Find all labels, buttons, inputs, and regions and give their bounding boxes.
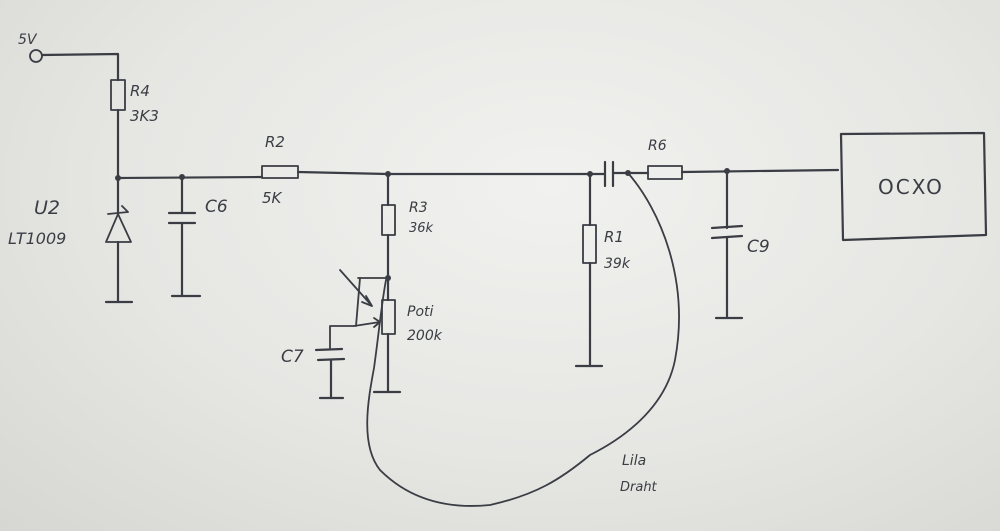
c6-name: C6 — [205, 197, 228, 217]
poti-potentiometer: Poti 200k — [339, 269, 443, 394]
r1-value: 39k — [604, 256, 631, 272]
r1-resistor: R1 39k — [574, 172, 631, 368]
r6-name: R6 — [648, 138, 667, 154]
annotation-line2: Draht — [620, 480, 658, 495]
c9-capacitor: C9 — [710, 169, 770, 320]
supply-terminal: 5V — [18, 32, 120, 82]
lila-wire-loop — [366, 172, 680, 507]
c7-capacitor: C7 — [281, 325, 355, 400]
r1-name: R1 — [604, 228, 624, 246]
r2-value: 5K — [262, 189, 283, 207]
annotation-line1: Lila — [622, 453, 646, 469]
rail-left — [116, 175, 264, 180]
r2-resistor: R2 5K — [261, 133, 390, 207]
junction-node — [115, 175, 121, 181]
r6-resistor: R6 — [626, 138, 840, 180]
poti-value: 200k — [407, 328, 443, 344]
u2-zener: U2 LT1009 — [8, 176, 134, 304]
c6-capacitor: C6 — [167, 175, 228, 298]
r3-value: 36k — [409, 221, 434, 236]
r4-value: 3K3 — [130, 107, 159, 125]
u2-name: U2 — [34, 197, 60, 219]
r3-name: R3 — [409, 200, 428, 216]
coupling-capacitor — [588, 160, 630, 188]
r4-name: R4 — [130, 82, 150, 100]
r3-resistor: R3 36k — [381, 172, 434, 302]
supply-label: 5V — [18, 32, 38, 48]
ocxo-label: OCXO — [878, 175, 944, 199]
u2-part: LT1009 — [8, 229, 66, 248]
r2-name: R2 — [265, 133, 285, 151]
c9-name: C9 — [747, 237, 770, 257]
c7-name: C7 — [281, 347, 304, 367]
r4-resistor: R4 3K3 — [110, 79, 159, 180]
ocxo-block: OCXO — [839, 131, 988, 242]
poti-name: Poti — [407, 304, 433, 320]
